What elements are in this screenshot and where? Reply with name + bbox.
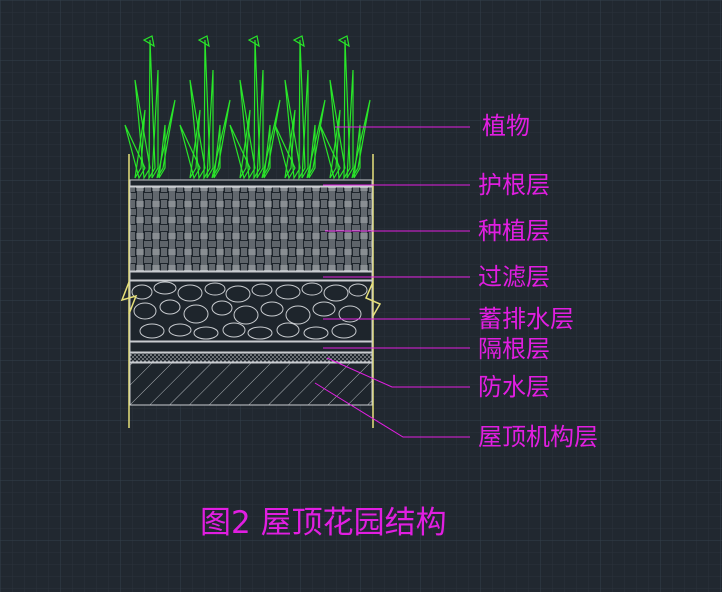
grass-blade xyxy=(239,109,251,179)
grass-blade xyxy=(256,69,264,179)
label-mulch-layer: 护根层 xyxy=(478,171,550,199)
label-waterproof-layer: 防水层 xyxy=(478,373,550,401)
drainage-stone xyxy=(260,301,284,317)
roof-structure-layer xyxy=(129,362,373,406)
grass-blade xyxy=(308,124,316,179)
root-barrier-layer xyxy=(129,341,373,353)
drainage-stone xyxy=(301,282,323,296)
grass-blade xyxy=(124,124,146,180)
leader-lines xyxy=(314,126,470,438)
mulch-layer xyxy=(129,179,373,187)
grass-blade xyxy=(353,124,361,179)
grass-tip xyxy=(197,35,210,48)
grass-blade xyxy=(263,124,271,179)
figure-caption: 图2 屋顶花园结构 xyxy=(200,505,447,541)
grass-blade xyxy=(329,109,341,179)
waterproof-layer xyxy=(129,352,373,363)
label-roof-structure-layer: 屋顶机构层 xyxy=(478,423,598,451)
drainage-stone xyxy=(348,283,368,297)
grass-blade xyxy=(179,124,201,180)
left-break-mark xyxy=(120,281,138,315)
leader-line-waterproof xyxy=(326,357,470,388)
drainage-stone xyxy=(233,305,259,325)
drainage-stone xyxy=(276,322,300,338)
grass-blade xyxy=(319,124,341,180)
drainage-stone xyxy=(204,282,226,296)
drainage-stone xyxy=(338,305,362,323)
grass-tip xyxy=(142,35,155,48)
drainage-stone xyxy=(303,326,329,340)
drainage-stone xyxy=(131,284,153,300)
grass-tip xyxy=(337,35,350,48)
drainage-stone xyxy=(183,304,209,324)
drainage-stone xyxy=(275,284,301,300)
leader-line-roof xyxy=(314,382,470,438)
drainage-stone xyxy=(139,323,165,339)
drainage-stone xyxy=(222,322,246,338)
label-root-barrier-layer: 隔根层 xyxy=(478,335,550,363)
grass-tip xyxy=(292,35,305,48)
grass-blade xyxy=(158,124,166,179)
grass-blade xyxy=(346,69,354,179)
drainage-stone xyxy=(193,326,219,340)
drainage-stone xyxy=(168,323,192,337)
label-planting-layer: 种植层 xyxy=(478,217,550,245)
grass-blade xyxy=(151,69,159,179)
label-plants: 植物 xyxy=(482,112,530,140)
drainage-stone xyxy=(312,301,336,317)
grass-blade xyxy=(134,109,146,179)
drainage-stone xyxy=(323,284,349,302)
drainage-stone xyxy=(211,300,233,316)
drainage-stone xyxy=(159,299,181,315)
label-drainage-layer: 蓄排水层 xyxy=(478,305,574,333)
drainage-stone xyxy=(225,285,251,303)
drainage-stone xyxy=(251,283,273,297)
drainage-stone xyxy=(285,305,311,325)
drainage-stone xyxy=(247,326,273,340)
drainage-stone xyxy=(153,281,177,295)
grass-blade xyxy=(301,69,309,179)
drainage-stone xyxy=(331,323,357,339)
drainage-layer xyxy=(129,280,373,342)
plant-group xyxy=(124,35,371,181)
drainage-stone xyxy=(133,302,157,320)
filter-layer xyxy=(129,271,373,281)
grass-blade xyxy=(213,124,221,179)
grass-blade xyxy=(229,124,251,180)
grass-blade xyxy=(206,69,214,179)
grass-tip xyxy=(247,35,260,48)
grass-blade xyxy=(284,109,296,179)
planting-layer xyxy=(129,186,373,272)
grass-blade xyxy=(274,124,296,180)
drainage-stone xyxy=(177,284,203,302)
grass-blade xyxy=(189,109,201,179)
right-break-mark xyxy=(365,281,382,317)
label-filter-layer: 过滤层 xyxy=(478,263,550,291)
